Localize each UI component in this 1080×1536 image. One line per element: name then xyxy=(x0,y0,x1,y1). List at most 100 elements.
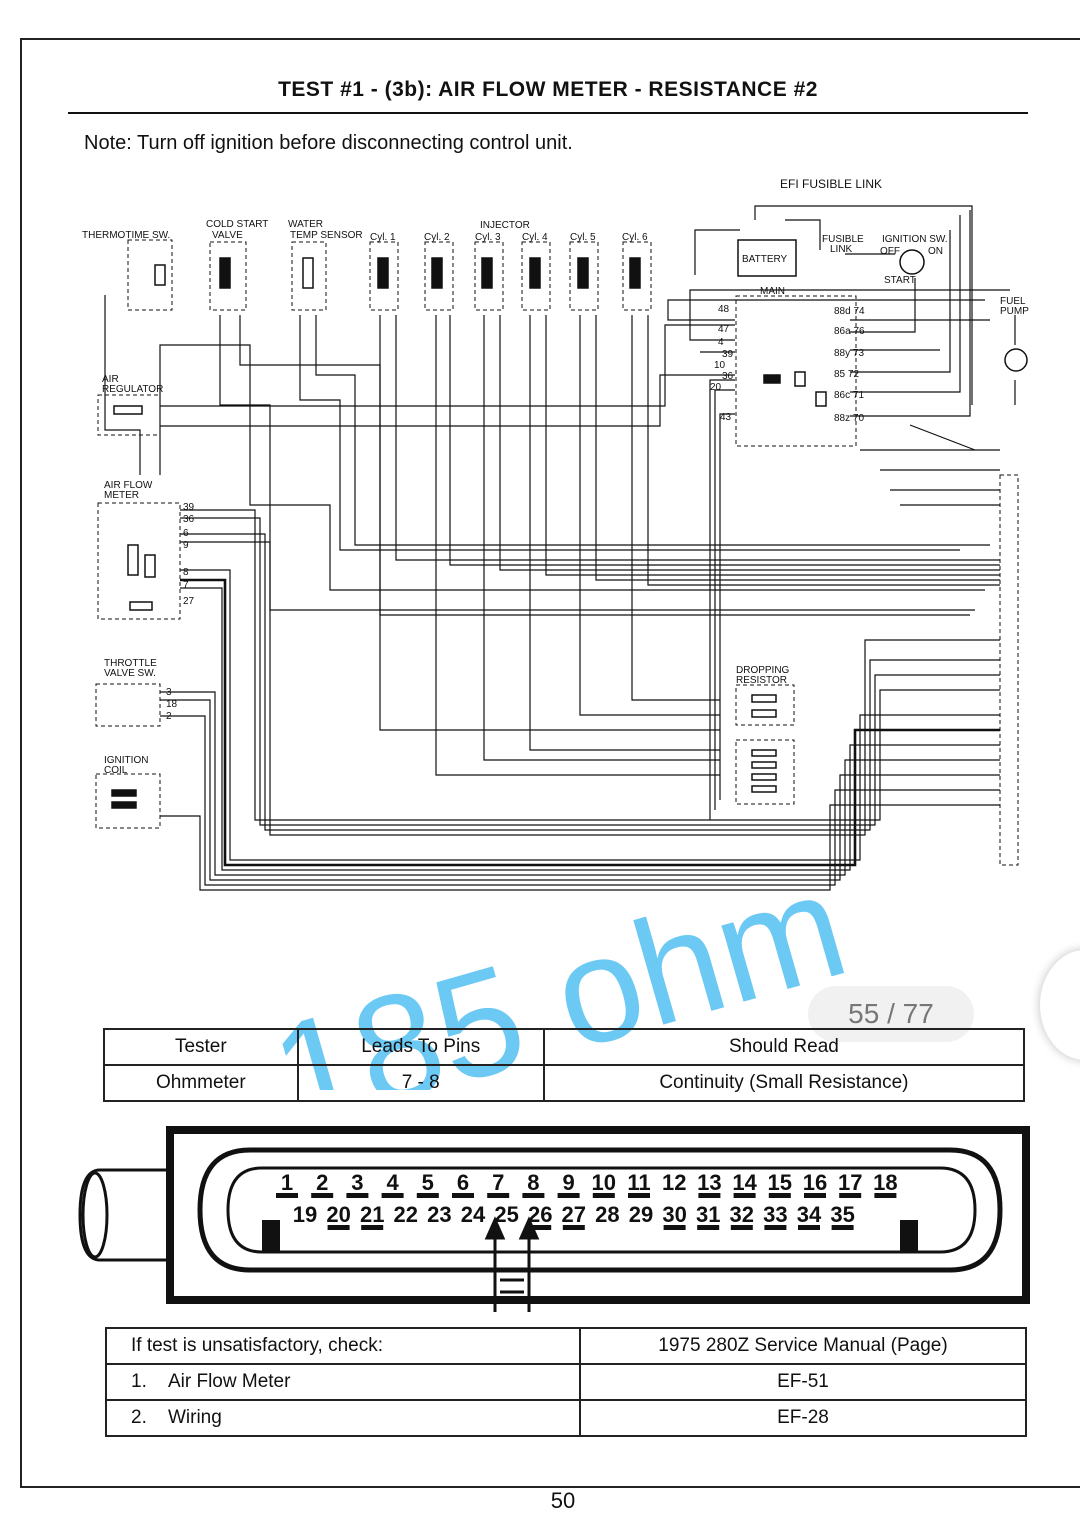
main-relay-label: MAIN xyxy=(760,286,785,297)
relay-pin: 85 72 xyxy=(834,369,859,380)
battery-label: BATTERY xyxy=(742,254,788,265)
connector-pin-mark xyxy=(628,1193,650,1198)
relay-pin: 48 xyxy=(718,304,730,315)
water-temp-label-2: TEMP SENSOR xyxy=(290,230,363,241)
connector-pin: 17 xyxy=(838,1170,862,1195)
relay-pin: 10 xyxy=(714,360,726,371)
connector-pin: 4 xyxy=(386,1170,399,1195)
throttle-label: THROTTLE xyxy=(104,658,157,669)
table-cell: 2. Wiring xyxy=(105,1399,581,1437)
connector-pin: 26 xyxy=(528,1202,552,1227)
connector-pin: 28 xyxy=(595,1202,619,1227)
table-header: If test is unsatisfactory, check: xyxy=(105,1327,581,1365)
cyl4-label: Cyl. 4 xyxy=(522,232,548,243)
efi-fusible-link-label: EFI FUSIBLE LINK xyxy=(780,177,882,191)
connector-pin: 24 xyxy=(461,1202,486,1227)
connector-pin-mark xyxy=(831,1225,854,1230)
table-row: Ohmmeter 7 - 8 Continuity (Small Resista… xyxy=(103,1064,1026,1102)
table-row: Tester Leads To Pins Should Read xyxy=(103,1028,1026,1066)
relay-pin: 47 xyxy=(718,324,730,335)
title-rule xyxy=(68,112,1028,114)
connector-pin-mark xyxy=(557,1193,580,1198)
connector-pin: 8 xyxy=(527,1170,539,1195)
afm-pin: 8 xyxy=(183,567,189,578)
connector-pin-mark xyxy=(698,1193,721,1198)
connector-pin: 3 xyxy=(351,1170,363,1195)
connector-pin: 5 xyxy=(422,1170,434,1195)
relay-pin: 43 xyxy=(720,412,732,423)
relay-pin: 4 xyxy=(718,337,724,348)
connector-pin-mark xyxy=(361,1225,384,1230)
table-cell: Continuity (Small Resistance) xyxy=(542,1064,1026,1102)
connector-pin-mark xyxy=(874,1193,897,1198)
relay-pin: 39 xyxy=(722,349,734,360)
page-frame xyxy=(20,38,1080,1488)
ignition-sw-label: IGNITION SW. xyxy=(882,234,948,245)
thermotime-label: THERMOTIME SW. xyxy=(82,230,170,241)
connector-pin: 16 xyxy=(803,1170,827,1195)
afm-pin: 9 xyxy=(183,540,189,551)
connector-pin: 29 xyxy=(629,1202,653,1227)
table-cell: EF-28 xyxy=(579,1399,1027,1437)
throttle-pin: 3 xyxy=(166,687,172,698)
connector-pin: 35 xyxy=(830,1202,854,1227)
connector-pin: 14 xyxy=(732,1170,757,1195)
injector-label: INJECTOR xyxy=(480,220,530,231)
relay-pin: 20 xyxy=(710,382,722,393)
ignition-coil-label: IGNITION xyxy=(104,755,148,766)
row-item: Air Flow Meter xyxy=(167,1371,291,1392)
connector-pin-mark xyxy=(562,1225,585,1230)
connector-pin: 30 xyxy=(662,1202,686,1227)
on-label: ON xyxy=(928,246,943,257)
ignition-coil-label-2: COIL xyxy=(104,765,128,776)
note-text: Note: Turn off ignition before disconnec… xyxy=(84,132,573,154)
connector-pin-mark xyxy=(768,1193,791,1198)
page-title: TEST #1 - (3b): AIR FLOW METER - RESISTA… xyxy=(278,78,818,101)
connector-pin-mark xyxy=(730,1225,753,1230)
connector-pin: 2 xyxy=(316,1170,328,1195)
table-header: Should Read xyxy=(542,1028,1026,1066)
connector-pin: 31 xyxy=(696,1202,720,1227)
connector-pin-mark xyxy=(276,1193,298,1198)
relay-pin: 88y 73 xyxy=(834,348,864,359)
page-number: 50 xyxy=(550,1488,576,1513)
connector-pin-mark xyxy=(381,1193,404,1198)
connector-pin-mark xyxy=(839,1193,862,1198)
table-cell: EF-51 xyxy=(579,1363,1027,1401)
tester-table: Tester Leads To Pins Should Read Ohmmete… xyxy=(103,1028,1026,1102)
connector-pin-mark xyxy=(487,1193,510,1198)
relay-pin: 88z 70 xyxy=(834,413,864,424)
wiring-diagram: THERMOTIME SW. COLD START VALVE WATER TE… xyxy=(82,177,1029,1090)
connector-pin-mark xyxy=(733,1193,756,1198)
dropping-resistor-label-2: RESISTOR xyxy=(736,675,787,686)
row-number: 1. xyxy=(131,1371,147,1392)
relay-pin: 88d 74 xyxy=(834,306,865,317)
connector-pin: 10 xyxy=(592,1170,616,1195)
relay-pin: 86c 71 xyxy=(834,390,864,401)
connector-pin: 20 xyxy=(326,1202,350,1227)
table-cell: Ohmmeter xyxy=(103,1064,299,1102)
fusible-link-label-2: LINK xyxy=(830,244,853,255)
connector-pin-mark xyxy=(346,1193,369,1198)
connector-pin: 32 xyxy=(730,1202,754,1227)
connector-pin-mark xyxy=(804,1193,826,1198)
connector-pin: 6 xyxy=(457,1170,469,1195)
table-cell: 7 - 8 xyxy=(296,1064,545,1102)
cold-start-label-2: VALVE xyxy=(212,230,243,241)
connector-pin: 7 xyxy=(492,1170,504,1195)
connector-pin: 33 xyxy=(763,1202,787,1227)
row-number: 2. xyxy=(131,1407,147,1428)
connector-pin: 15 xyxy=(768,1170,792,1195)
connector-pin: 13 xyxy=(697,1170,721,1195)
cyl3-label: Cyl. 3 xyxy=(475,232,501,243)
air-flow-meter-label: AIR FLOW xyxy=(104,480,153,491)
connector-pin-mark xyxy=(592,1193,615,1198)
throttle-pin: 18 xyxy=(166,699,178,710)
connector-pin-mark xyxy=(522,1193,545,1198)
connector-pin: 1 xyxy=(281,1170,293,1195)
connector-pin: 23 xyxy=(427,1202,451,1227)
off-label: OFF xyxy=(880,246,900,257)
connector-pin: 25 xyxy=(494,1202,518,1227)
afm-pin: 7 xyxy=(183,580,189,591)
connector-pin-mark xyxy=(798,1225,820,1230)
